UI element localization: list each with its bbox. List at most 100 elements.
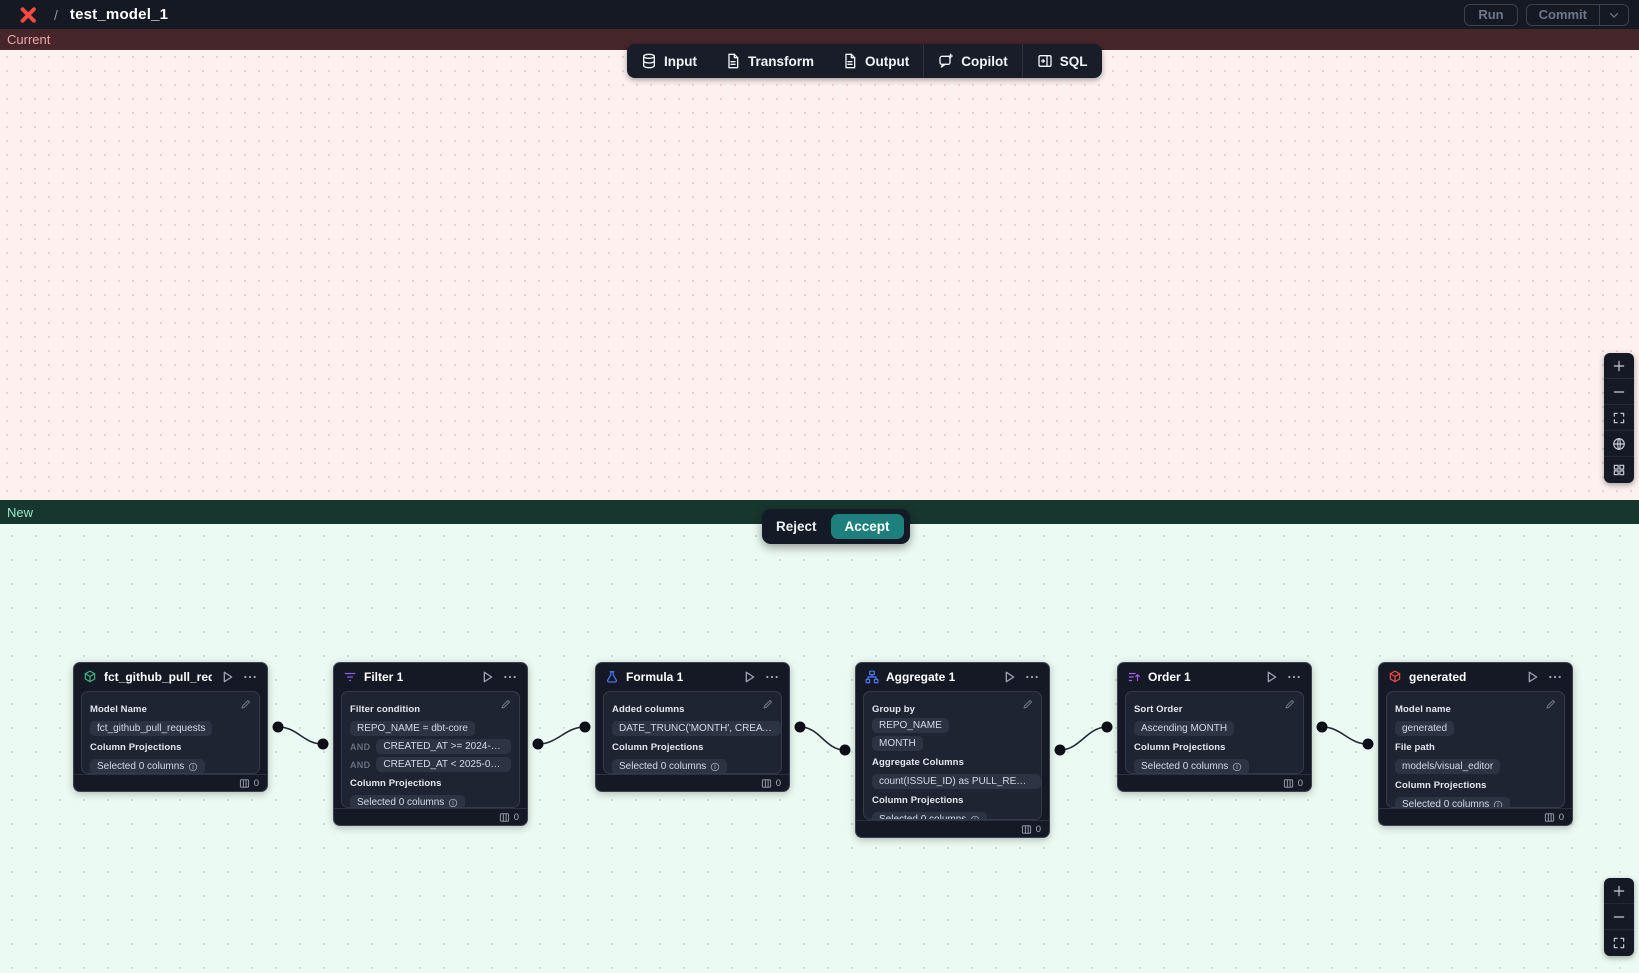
- node-menu-button[interactable]: [502, 669, 518, 685]
- dbt-logo-icon[interactable]: [18, 5, 38, 25]
- panel-right-icon: [1038, 55, 1052, 68]
- node-generated[interactable]: generated Model name generated File path…: [1378, 662, 1573, 826]
- file-path-chip: models/visual_editor: [1395, 759, 1501, 774]
- edit-pencil-icon[interactable]: [1545, 698, 1557, 710]
- play-icon: [1267, 671, 1277, 683]
- edit-pencil-icon[interactable]: [240, 698, 252, 710]
- node-menu-button[interactable]: [242, 669, 258, 685]
- field-label: Group by: [872, 704, 916, 715]
- info-icon: [971, 815, 980, 819]
- node-title: Aggregate 1: [886, 670, 956, 684]
- column-projections-chip[interactable]: Selected 0 columns: [90, 759, 206, 773]
- node-menu-button[interactable]: [1286, 669, 1302, 685]
- node-body: Model Name fct_github_pull_requests Colu…: [81, 691, 260, 774]
- node-aggregate-1[interactable]: Aggregate 1 Group by REPO_NAME MONTH Agg…: [855, 662, 1050, 838]
- node-filter-1[interactable]: Filter 1 Filter condition REPO_NAME = db…: [333, 662, 528, 826]
- toolbar-item-sql[interactable]: SQL: [1023, 44, 1102, 78]
- node-footer: 0: [596, 774, 789, 791]
- table-columns-icon: [1283, 778, 1293, 788]
- zoom-out-button[interactable]: [1604, 904, 1634, 930]
- edit-pencil-icon[interactable]: [1284, 698, 1296, 710]
- zoom-out-button[interactable]: [1604, 379, 1634, 405]
- current-canvas[interactable]: [0, 50, 1639, 500]
- node-title: Filter 1: [364, 670, 404, 684]
- column-projections-chip[interactable]: Selected 0 columns: [1395, 797, 1511, 807]
- node-body: Sort Order Ascending MONTH Column Projec…: [1125, 691, 1304, 774]
- filter-and-row: AND CREATED_AT < 2025-03-01: [350, 757, 511, 772]
- fit-view-button[interactable]: [1604, 405, 1634, 431]
- node-title: Order 1: [1148, 670, 1191, 684]
- ellipsis-icon: [1026, 675, 1038, 679]
- node-run-button[interactable]: [479, 669, 495, 685]
- ellipsis-icon: [1549, 675, 1561, 679]
- node-run-button[interactable]: [1524, 669, 1540, 685]
- column-projections-chip[interactable]: Selected 0 columns: [350, 795, 466, 807]
- run-button[interactable]: Run: [1464, 3, 1518, 26]
- accept-button[interactable]: Accept: [830, 514, 904, 539]
- zoom-in-button[interactable]: [1604, 353, 1634, 379]
- node-run-button[interactable]: [1263, 669, 1279, 685]
- node-run-button[interactable]: [741, 669, 757, 685]
- field-label: Added columns: [612, 704, 685, 715]
- toolbar-item-copilot[interactable]: Copilot: [924, 44, 1022, 78]
- table-columns-icon: [1021, 824, 1031, 834]
- commit-button[interactable]: Commit: [1527, 5, 1599, 25]
- fit-view-icon: [1613, 937, 1625, 949]
- column-projections-chip[interactable]: Selected 0 columns: [612, 759, 728, 773]
- filter-icon: [344, 672, 356, 682]
- node-body: Filter condition REPO_NAME = dbt-core AN…: [341, 691, 520, 808]
- commit-dropdown-button[interactable]: [1599, 4, 1628, 25]
- model-name-chip: generated: [1395, 721, 1455, 736]
- layout-button[interactable]: [1604, 457, 1634, 483]
- group-by-chip: REPO_NAME: [872, 718, 949, 733]
- node-menu-button[interactable]: [1024, 669, 1040, 685]
- toolbar-item-label: Copilot: [961, 53, 1008, 69]
- node-order-1[interactable]: Order 1 Sort Order Ascending MONTH Colum…: [1117, 662, 1312, 792]
- info-icon: [189, 762, 198, 771]
- table-columns-icon: [1544, 812, 1554, 822]
- reject-button[interactable]: Reject: [776, 519, 817, 534]
- toolbar-item-input[interactable]: Input: [627, 44, 711, 78]
- aggregate-columns-chip: count(ISSUE_ID) as PULL_REQUEST_...: [872, 774, 1041, 789]
- sort-ascending-icon: [1128, 672, 1140, 682]
- field-label: Column Projections: [612, 742, 704, 753]
- new-pane-label: New: [7, 504, 34, 520]
- ellipsis-icon: [766, 675, 778, 679]
- zoom-in-button[interactable]: [1604, 878, 1634, 904]
- plus-icon: [1613, 360, 1625, 371]
- toolbar-separator: [923, 44, 925, 78]
- review-action-pill: Reject Accept: [762, 509, 910, 544]
- filter-and-row: AND CREATED_AT >= 2024-12-01: [350, 739, 511, 754]
- node-footer: 0: [334, 808, 527, 825]
- edit-pencil-icon[interactable]: [762, 698, 774, 710]
- focus-button[interactable]: [1604, 431, 1634, 457]
- field-label: Column Projections: [1134, 742, 1226, 753]
- field-label: Model name: [1395, 704, 1451, 715]
- edit-pencil-icon[interactable]: [500, 698, 512, 710]
- node-run-button[interactable]: [1001, 669, 1017, 685]
- column-projections-chip[interactable]: Selected 0 columns: [1134, 759, 1250, 773]
- node-formula-1[interactable]: Formula 1 Added columns DATE_TRUNC('MONT…: [595, 662, 790, 792]
- node-menu-button[interactable]: [764, 669, 780, 685]
- node-fct-github-pull-requests[interactable]: fct_github_pull_requests Model Name fct_…: [73, 662, 268, 792]
- model-cube-icon: [84, 670, 96, 683]
- app-header: / test_model_1 Run Commit: [0, 0, 1639, 29]
- node-body: Model name generated File path models/vi…: [1386, 691, 1565, 808]
- column-projections-chip[interactable]: Selected 0 columns: [872, 812, 988, 819]
- node-run-button[interactable]: [219, 669, 235, 685]
- toolbar-item-transform[interactable]: Transform: [711, 44, 828, 78]
- edit-pencil-icon[interactable]: [1022, 698, 1034, 710]
- toolbar-item-output[interactable]: Output: [828, 44, 923, 78]
- node-footer: 0: [74, 774, 267, 791]
- node-menu-button[interactable]: [1547, 669, 1563, 685]
- model-name-chip: fct_github_pull_requests: [90, 721, 213, 736]
- table-columns-icon: [239, 778, 249, 788]
- fit-view-icon: [1613, 412, 1625, 423]
- fit-view-button[interactable]: [1604, 930, 1634, 956]
- node-body: Group by REPO_NAME MONTH Aggregate Colum…: [863, 691, 1042, 820]
- ellipsis-icon: [244, 675, 256, 679]
- flask-icon: [606, 671, 618, 683]
- field-label: Column Projections: [90, 742, 182, 753]
- info-icon: [1233, 762, 1242, 771]
